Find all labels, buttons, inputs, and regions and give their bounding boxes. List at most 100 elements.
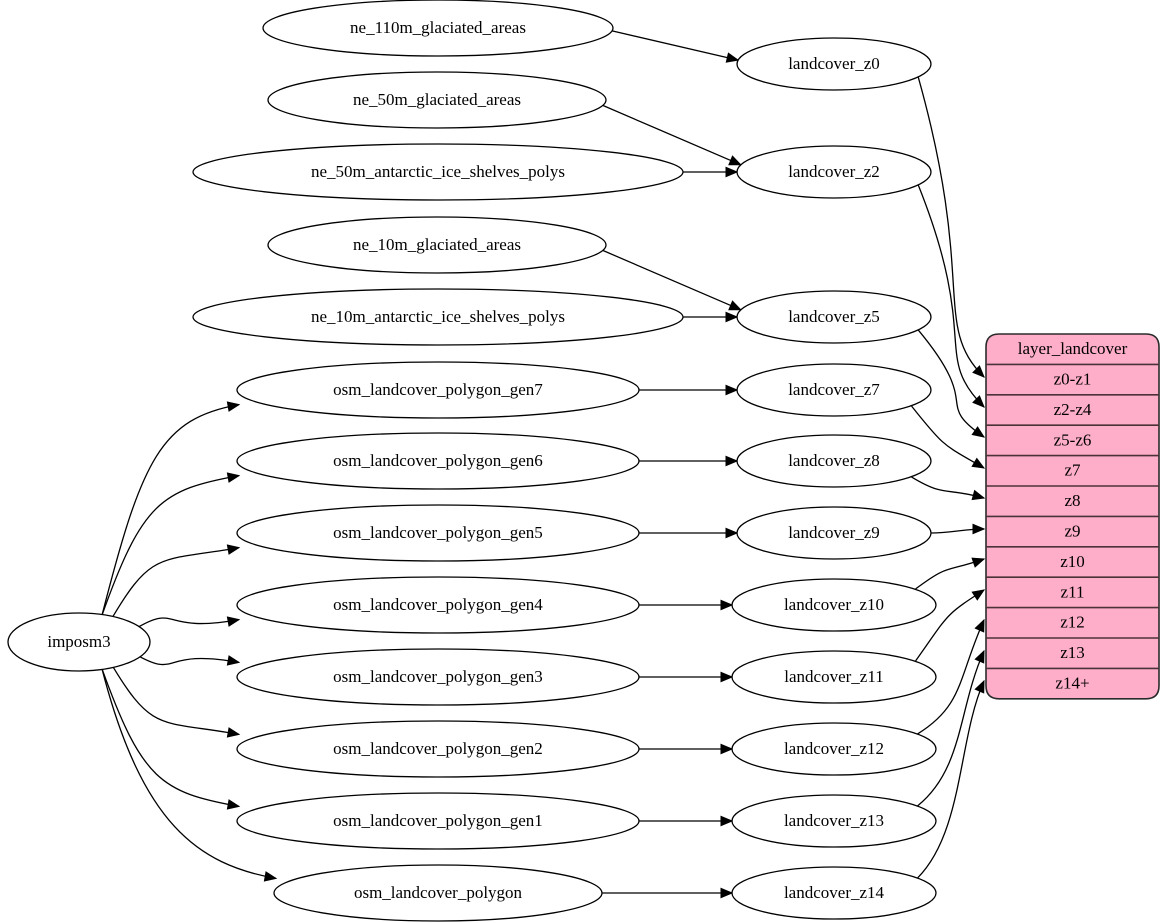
table-row-label-z13: z13 <box>1060 643 1085 662</box>
node-shape-landcover_z12 <box>731 722 937 776</box>
edge-landcover_z0-to-table-z0-z1 <box>917 76 985 378</box>
table-row-z13[interactable]: z13 <box>1060 643 1085 662</box>
edge-arrowhead <box>974 679 985 694</box>
table-row-label-z7: z7 <box>1064 461 1081 480</box>
node-landcover_z8[interactable]: landcover_z8 <box>736 434 932 488</box>
node-landcover_z14[interactable]: landcover_z14 <box>731 866 937 920</box>
edge-arrowhead <box>725 455 739 467</box>
node-label-osm_landcover_polygon_gen4: osm_landcover_polygon_gen4 <box>333 595 543 614</box>
table-row-z5-z6[interactable]: z5-z6 <box>1054 430 1092 449</box>
edge-arrowhead <box>226 616 241 627</box>
edge-arrowhead <box>720 815 734 827</box>
table-row-z11[interactable]: z11 <box>1061 582 1085 601</box>
table-row-label-z5-z6: z5-z6 <box>1054 430 1092 449</box>
node-label-osm_landcover_polygon: osm_landcover_polygon <box>354 883 523 902</box>
node-shape-landcover_z5 <box>736 290 932 344</box>
edge-arrowhead <box>720 743 734 755</box>
node-shape-ne_50m_glaciated_areas <box>267 71 607 129</box>
edge-arrowhead <box>972 365 985 378</box>
node-shape-landcover_z13 <box>731 794 937 848</box>
node-label-ne_50m_antarctic_ice_shelves_polys: ne_50m_antarctic_ice_shelves_polys <box>311 162 565 181</box>
node-shape-osm_landcover_polygon_gen5 <box>236 504 640 562</box>
table-row-z8[interactable]: z8 <box>1064 491 1080 510</box>
edge-imposm3-to-osm_landcover_polygon_gen7 <box>101 403 240 616</box>
node-label-osm_landcover_polygon_gen3: osm_landcover_polygon_gen3 <box>333 667 543 686</box>
node-landcover_z5[interactable]: landcover_z5 <box>736 290 932 344</box>
edge-arrowhead <box>972 395 985 408</box>
edge-ne10mglac-to-z5 <box>601 249 742 311</box>
node-osm_landcover_polygon_gen6[interactable]: osm_landcover_polygon_gen6 <box>236 432 640 490</box>
node-label-landcover_z7: landcover_z7 <box>788 380 880 399</box>
edge-imposm3-to-osm_landcover_polygon_gen2 <box>112 666 240 736</box>
node-landcover_z10[interactable]: landcover_z10 <box>731 578 937 632</box>
node-shape-ne_10m_antarctic_ice_shelves_polys <box>192 288 684 346</box>
edge-layer <box>101 29 986 899</box>
node-label-landcover_z10: landcover_z10 <box>784 595 884 614</box>
table-row-z7[interactable]: z7 <box>1064 461 1081 480</box>
node-landcover_z2[interactable]: landcover_z2 <box>736 145 932 199</box>
node-landcover_z12[interactable]: landcover_z12 <box>731 722 937 776</box>
layer-landcover-table: layer_landcoverz0-z1z2-z4z5-z6z7z8z9z10z… <box>985 333 1160 700</box>
node-osm_landcover_polygon_gen4[interactable]: osm_landcover_polygon_gen4 <box>236 576 640 634</box>
table-row-z9[interactable]: z9 <box>1064 522 1080 541</box>
edge-landcover_z7-to-table-z7 <box>911 405 985 469</box>
node-shape-landcover_z9 <box>736 506 932 560</box>
edge-arrowhead <box>720 887 734 899</box>
node-label-ne_10m_antarctic_ice_shelves_polys: ne_10m_antarctic_ice_shelves_polys <box>311 307 565 326</box>
node-ne_50m_glaciated_areas[interactable]: ne_50m_glaciated_areas <box>267 71 607 129</box>
table-row-label-z14+: z14+ <box>1055 674 1089 693</box>
node-imposm3[interactable]: imposm3 <box>7 612 151 672</box>
edge-imposm3-to-osm_landcover_polygon_gen6 <box>101 474 240 616</box>
table-row-z14+[interactable]: z14+ <box>1055 674 1089 693</box>
edge-landcover_z11-to-table-z11 <box>915 589 985 662</box>
node-shape-osm_landcover_polygon_gen1 <box>236 792 640 850</box>
node-label-ne_50m_glaciated_areas: ne_50m_glaciated_areas <box>353 90 521 109</box>
node-landcover_z11[interactable]: landcover_z11 <box>731 650 937 704</box>
table-row-z2-z4[interactable]: z2-z4 <box>1054 400 1092 419</box>
node-osm_landcover_polygon_gen7[interactable]: osm_landcover_polygon_gen7 <box>236 361 640 419</box>
node-ne_50m_antarctic_ice_shelves_polys[interactable]: ne_50m_antarctic_ice_shelves_polys <box>192 143 684 201</box>
node-osm_landcover_polygon_gen1[interactable]: osm_landcover_polygon_gen1 <box>236 792 640 850</box>
node-osm_landcover_polygon_gen2[interactable]: osm_landcover_polygon_gen2 <box>236 720 640 778</box>
node-osm_landcover_polygon_gen5[interactable]: osm_landcover_polygon_gen5 <box>236 504 640 562</box>
node-landcover_z13[interactable]: landcover_z13 <box>731 794 937 848</box>
edge-landcover_z2-to-table-z2-z4 <box>917 184 985 408</box>
node-ne_10m_antarctic_ice_shelves_polys[interactable]: ne_10m_antarctic_ice_shelves_polys <box>192 288 684 346</box>
node-shape-osm_landcover_polygon_gen3 <box>236 648 640 706</box>
edge-arrowhead <box>974 649 985 664</box>
edge-ne50mglac-to-z2 <box>601 104 742 166</box>
table-row-z12[interactable]: z12 <box>1060 613 1085 632</box>
node-osm_landcover_polygon_gen3[interactable]: osm_landcover_polygon_gen3 <box>236 648 640 706</box>
node-label-landcover_z0: landcover_z0 <box>788 54 880 73</box>
edge-arrowhead <box>720 671 734 683</box>
table-row-label-z9: z9 <box>1064 522 1080 541</box>
edge-ne110m-to-z0 <box>610 29 739 61</box>
node-ne_10m_glaciated_areas[interactable]: ne_10m_glaciated_areas <box>267 216 607 274</box>
table-row-z0-z1[interactable]: z0-z1 <box>1054 370 1092 389</box>
node-osm_landcover_polygon[interactable]: osm_landcover_polygon <box>273 864 603 922</box>
table-row-label-z10: z10 <box>1060 552 1085 571</box>
edge-landcover_z13-to-table-z13 <box>917 650 985 807</box>
node-shape-osm_landcover_polygon_gen4 <box>236 576 640 634</box>
node-ne_110m_glaciated_areas[interactable]: ne_110m_glaciated_areas <box>262 0 614 57</box>
edge-arrowhead <box>263 871 278 882</box>
node-shape-ne_110m_glaciated_areas <box>262 0 614 57</box>
node-label-landcover_z11: landcover_z11 <box>784 667 883 686</box>
node-label-osm_landcover_polygon_gen6: osm_landcover_polygon_gen6 <box>333 451 543 470</box>
node-label-ne_110m_glaciated_areas: ne_110m_glaciated_areas <box>350 18 526 37</box>
edge-arrowhead <box>226 544 241 555</box>
edge-imposm3-to-osm_landcover_polygon_gen1 <box>101 668 240 808</box>
table-row-label-z11: z11 <box>1061 582 1085 601</box>
node-landcover_z0[interactable]: landcover_z0 <box>736 37 932 91</box>
edge-arrowhead <box>971 489 986 501</box>
node-landcover_z9[interactable]: landcover_z9 <box>736 506 932 560</box>
edge-landcover_z5-to-table-z5-z6 <box>917 329 985 438</box>
table-row-z10[interactable]: z10 <box>1060 552 1085 571</box>
node-label-landcover_z9: landcover_z9 <box>788 523 880 542</box>
edge-arrowhead <box>971 426 986 438</box>
edge-arrowhead <box>728 155 742 166</box>
node-landcover_z7[interactable]: landcover_z7 <box>736 363 932 417</box>
node-label-landcover_z12: landcover_z12 <box>784 739 884 758</box>
node-shape-osm_landcover_polygon_gen2 <box>236 720 640 778</box>
